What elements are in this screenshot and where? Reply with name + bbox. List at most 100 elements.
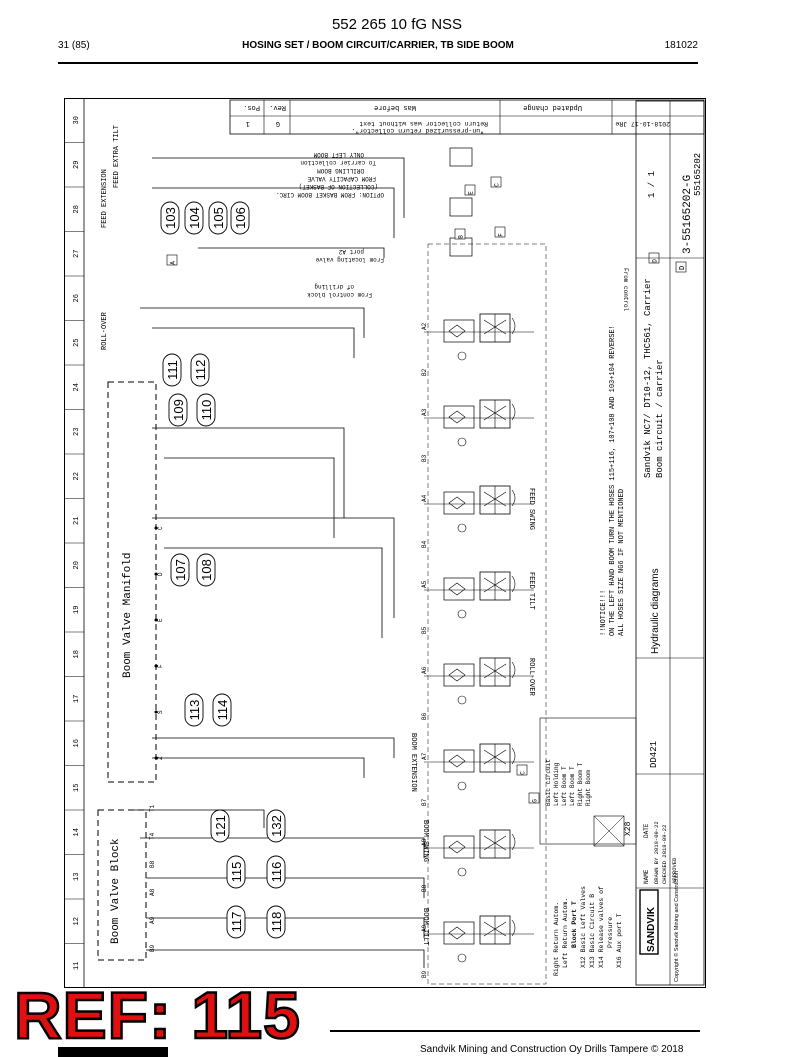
title-line-1: Sandvik NC7/ DT10-12, THC561, Carrier: [643, 278, 653, 478]
hose-number: 112: [193, 360, 208, 381]
note-option-basket: OPTION: FROM BASKET BOOM CIRC.: [276, 191, 384, 198]
letter-tag-label: C: [520, 771, 527, 775]
flow-arrows: [483, 577, 507, 593]
hose-balloon: [226, 855, 246, 889]
column-number: 17: [73, 695, 81, 703]
top-valve: [449, 237, 473, 257]
hose-number: 116: [269, 862, 284, 883]
drawing-number: 3-55165202-G: [682, 175, 694, 254]
bank-port-a: A9: [421, 924, 428, 932]
hose-line: [152, 187, 395, 238]
note-from-capacity: FROM CAPACITY VALVE: [307, 175, 376, 182]
letter-tag-label: E: [468, 191, 475, 195]
boom-valve-manifold: [107, 381, 157, 783]
rev-hdr-was: Was before: [374, 103, 416, 111]
hose-line: [152, 327, 355, 358]
manifold-port: [154, 710, 158, 714]
flow-arrows: [483, 319, 507, 335]
valve-block-port-label: T1: [149, 804, 156, 812]
hose-number: 106: [233, 207, 248, 229]
letter-tag-label: F: [498, 233, 505, 237]
column-number: 30: [73, 116, 81, 124]
bank-port-a: A2: [421, 322, 428, 330]
bank-port-a: A5: [421, 580, 428, 588]
check-valve-box: [443, 319, 475, 343]
hose-line: [198, 247, 385, 258]
spring-symbol: [511, 575, 516, 593]
document-number: 552 265 10 fG NSS: [331, 16, 463, 33]
bank-port-b: B9: [421, 970, 428, 978]
bank-port-b: B3: [421, 454, 428, 462]
hose-balloon: [162, 353, 182, 387]
hose-line: [140, 307, 365, 338]
title-line-2: Boom circuit / carrier: [655, 359, 665, 478]
column-number: 14: [73, 828, 81, 836]
hose-balloon: [196, 393, 216, 427]
flow-arrows: [483, 921, 507, 937]
hose-line: [134, 809, 265, 828]
note-from-control-block: From control block: [307, 291, 372, 298]
spring-symbol: [511, 661, 516, 679]
copyright: Copyright © Sandvik Mining and Construct…: [673, 871, 680, 982]
column-number: 28: [73, 205, 81, 213]
spring-symbol: [511, 833, 516, 851]
valve-block-label: Boom Valve Block: [110, 838, 122, 944]
letter-tag: [516, 764, 528, 776]
check-valve-box: [443, 749, 475, 773]
side-note-5: X14 Release valves of: [598, 886, 605, 968]
hose-line: [164, 457, 335, 538]
hose-number: 132: [269, 815, 284, 837]
side-notes: Right Return Autom. Left Return Autom. B…: [553, 886, 623, 976]
hose-number: 103: [163, 207, 178, 229]
spring-symbol: [511, 919, 516, 937]
column-number: 20: [73, 561, 81, 569]
diagram-code: DD421: [649, 741, 659, 768]
hose-line: [146, 949, 425, 968]
note-collection-basket: (COLLECTION OF BASKET): [299, 183, 378, 190]
reference-label: REF: 115: [13, 978, 301, 1052]
bank-port-b: B4: [421, 540, 428, 548]
hose-number: 110: [199, 400, 214, 421]
letter-tag-label: D: [652, 259, 659, 263]
hose-line: [140, 837, 425, 858]
manifold-port: [154, 572, 158, 576]
connector-line-0: Basic circuit: [545, 759, 552, 806]
side-note-2: Block Port T: [571, 901, 578, 948]
label-feed-tilt: FEED TILT: [527, 572, 535, 610]
column-number: 24: [73, 383, 81, 391]
label-feed-extra-tilt: FEED EXTRA TILT: [113, 125, 121, 188]
hose-number: 105: [211, 207, 226, 229]
manifold-port: [154, 756, 158, 760]
flow-arrows: [483, 491, 507, 507]
column-number: 25: [73, 339, 81, 347]
title-block: Hydraulic diagrams Sandvik NC7/ DT10-12,…: [635, 100, 705, 986]
rev-row-was-2: "un-pressurized return collector".: [351, 127, 484, 134]
valve-block-port-label: A9: [149, 916, 156, 924]
spring-symbol: [511, 317, 516, 335]
letter-tag: [528, 792, 540, 804]
port-circle: [457, 953, 467, 963]
hose-line: [164, 547, 383, 638]
sandvik-logo: [639, 889, 659, 955]
bank-port-b: B5: [421, 626, 428, 634]
letter-tag: [490, 176, 502, 188]
top-notes: From control block of drilling From loca…: [276, 151, 629, 312]
hose-line: [152, 157, 405, 218]
label-boom-swing: BOOM SWING: [421, 820, 429, 862]
page-header: 31 (85) HOSING SET / BOOM CIRCUIT/CARRIE…: [58, 40, 698, 58]
hose-line: [152, 517, 395, 618]
label-feed-swing: FEED SWING: [527, 488, 535, 530]
hose-balloon: [184, 693, 204, 727]
label-boom-extension: BOOM EXTENSION: [409, 733, 417, 792]
manifold-port-label: S: [157, 710, 164, 714]
check-valve-box: [443, 577, 475, 601]
port-circle: [457, 695, 467, 705]
manifold-port: [154, 664, 158, 668]
shuttle-symbol: [448, 840, 466, 854]
page-title: HOSING SET / BOOM CIRCUIT/CARRIER, TB SI…: [242, 40, 514, 51]
manifold-label: Boom Valve Manifold: [122, 553, 134, 678]
bank-port-b: B7: [421, 798, 428, 806]
hose-line: [152, 427, 345, 518]
boom-valve-block: [97, 809, 147, 961]
manifold-port-label: F: [157, 664, 164, 668]
